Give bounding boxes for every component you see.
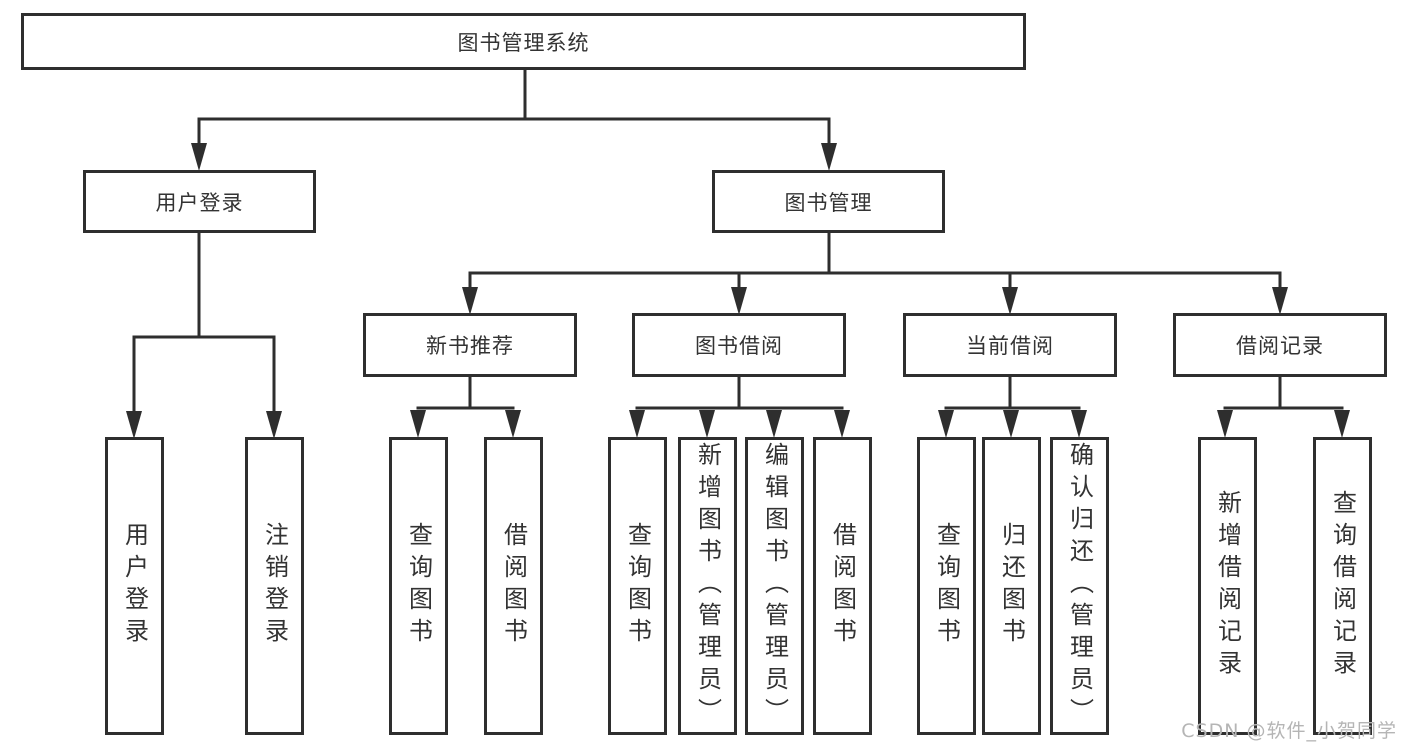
leaf-borrow-books-borrowing-label: 借阅图书 (828, 522, 857, 650)
node-user-login: 用户登录 (83, 170, 316, 233)
leaf-return-books-label: 归还图书 (997, 522, 1026, 650)
leaf-query-books-recommend: 查询图书 (389, 437, 448, 735)
leaf-add-books-admin-label: 新增图书（管理员） (693, 442, 722, 730)
leaf-add-borrow-record-label: 新增借阅记录 (1213, 490, 1242, 682)
edge-root-to-level2 (191, 68, 837, 171)
node-library-management-system: 图书管理系统 (21, 13, 1026, 70)
node-current-borrowing: 当前借阅 (903, 313, 1117, 377)
node-new-book-recommendation: 新书推荐 (363, 313, 577, 377)
leaf-confirm-return-admin: 确认归还（管理员） (1050, 437, 1109, 735)
edge-book-mgmt-to-level3 (462, 231, 1288, 315)
leaf-query-borrow-record: 查询借阅记录 (1313, 437, 1372, 735)
leaf-return-books: 归还图书 (982, 437, 1041, 735)
leaf-borrow-books-borrowing: 借阅图书 (813, 437, 872, 735)
leaf-user-login: 用户登录 (105, 437, 164, 735)
node-book-management: 图书管理 (712, 170, 945, 233)
leaf-query-books-current: 查询图书 (917, 437, 976, 735)
edge-user-login-to-leaves (126, 231, 282, 439)
leaf-borrow-books-recommend-label: 借阅图书 (499, 522, 528, 650)
edge-new-book-to-leaves (410, 375, 521, 438)
leaf-borrow-books-recommend: 借阅图书 (484, 437, 543, 735)
leaf-query-borrow-record-label: 查询借阅记录 (1328, 490, 1357, 682)
leaf-add-books-admin: 新增图书（管理员） (678, 437, 737, 735)
leaf-logout: 注销登录 (245, 437, 304, 735)
leaf-confirm-return-admin-label: 确认归还（管理员） (1065, 442, 1094, 730)
node-book-borrowing: 图书借阅 (632, 313, 846, 377)
leaf-query-books-recommend-label: 查询图书 (404, 522, 433, 650)
edge-book-borrow-to-leaves (629, 375, 850, 438)
edge-borrow-record-to-leaves (1217, 375, 1350, 438)
leaf-logout-label: 注销登录 (260, 522, 289, 650)
node-borrowing-records: 借阅记录 (1173, 313, 1387, 377)
leaf-user-login-label: 用户登录 (120, 522, 149, 650)
leaf-query-books-current-label: 查询图书 (932, 522, 961, 650)
leaf-add-borrow-record: 新增借阅记录 (1198, 437, 1257, 735)
leaf-edit-books-admin: 编辑图书（管理员） (745, 437, 804, 735)
leaf-edit-books-admin-label: 编辑图书（管理员） (760, 442, 789, 730)
leaf-query-books-borrowing: 查询图书 (608, 437, 667, 735)
leaf-query-books-borrowing-label: 查询图书 (623, 522, 652, 650)
csdn-watermark: CSDN @软件_小贺同学 (1181, 720, 1397, 742)
edge-current-borrow-to-leaves (938, 375, 1087, 438)
